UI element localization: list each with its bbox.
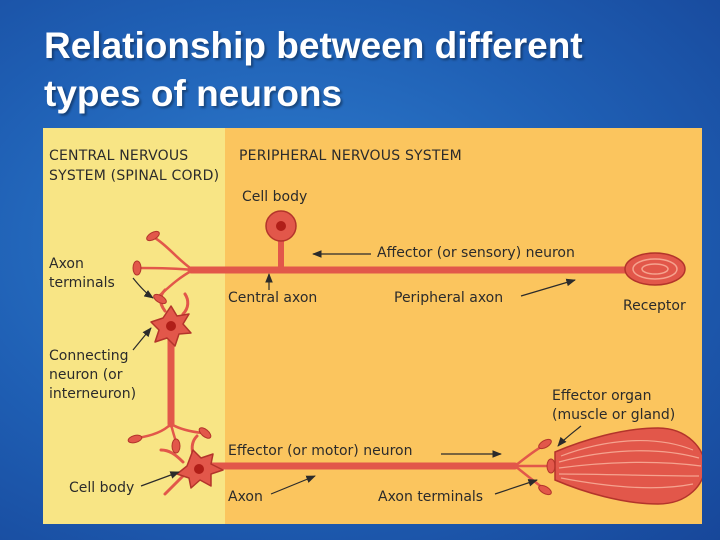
cns-header: CENTRAL NERVOUS SYSTEM (SPINAL CORD) — [49, 146, 219, 186]
sensory-terminal-knob-3 — [153, 293, 167, 305]
label-connecting-neuron-line-2: neuron (or — [49, 367, 123, 383]
label-axon-bottom: Axon — [228, 489, 263, 505]
label-peripheral-axon: Peripheral axon — [394, 290, 504, 306]
sensory-terminal-branch-1 — [153, 236, 195, 272]
motor-cell-nucleus — [194, 464, 204, 474]
pns-header: PERIPHERAL NERVOUS SYSTEM — [239, 148, 462, 164]
motor-terminal-knob-2 — [546, 458, 556, 474]
receptor-ring-2 — [641, 263, 669, 275]
label-axon-terminals-left-line-1: Axon — [49, 256, 84, 272]
arrow-axon-terminals-bottom — [494, 479, 538, 495]
interneuron-terminal-knob-1 — [127, 434, 143, 444]
motor-terminal-knob-1 — [538, 438, 552, 450]
slide-title-line-2: types of neurons — [44, 73, 343, 114]
receptor — [624, 252, 686, 286]
motor-dendrite-1 — [159, 448, 185, 464]
diagram-drawing — [43, 128, 702, 524]
label-receptor: Receptor — [623, 298, 686, 314]
label-connecting-neuron: Connecting neuron (or interneuron) — [49, 347, 136, 404]
slide-title-line-1: Relationship between different — [44, 25, 583, 66]
label-cell-body-bottom: Cell body — [69, 480, 135, 496]
label-connecting-neuron-line-1: Connecting — [49, 348, 129, 364]
interneuron-dendrite-2 — [181, 292, 190, 316]
muscle-fiber-3 — [558, 461, 702, 469]
label-central-axon: Central axon — [228, 290, 318, 306]
label-axon-terminals-bottom: Axon terminals — [378, 489, 484, 505]
cns-header-line-2: SYSTEM (SPINAL CORD) — [49, 168, 220, 184]
slide-title: Relationship between different types of … — [44, 22, 684, 118]
label-cell-body-top: Cell body — [242, 189, 308, 205]
motor-terminal-knob-3 — [538, 484, 552, 496]
label-axon-terminals-left-line-2: terminals — [49, 275, 115, 291]
receptor-ring-1 — [632, 258, 678, 280]
label-connecting-neuron-line-3: interneuron) — [49, 386, 137, 402]
interneuron-terminal-knob-2 — [171, 438, 181, 454]
muscle-fiber-5 — [560, 477, 694, 489]
cns-header-line-1: CENTRAL NERVOUS — [49, 148, 189, 164]
muscle-fiber-1 — [560, 439, 694, 457]
neuron-diagram: CENTRAL NERVOUS SYSTEM (SPINAL CORD) PER… — [43, 128, 702, 524]
muscle-fiber-4 — [558, 473, 700, 477]
label-effector-organ-line-1: Effector organ — [552, 388, 652, 404]
label-effector-organ-line-2: (muscle or gland) — [552, 407, 676, 423]
arrow-connecting-neuron — [132, 327, 152, 351]
interneuron-nucleus — [166, 321, 176, 331]
arrow-axon-bottom — [270, 475, 316, 495]
muscle-fiber-2 — [558, 450, 700, 463]
sensory-cell-nucleus — [276, 221, 286, 231]
arrow-cell-body-bottom — [140, 471, 180, 487]
label-effector-neuron: Effector (or motor) neuron — [228, 443, 413, 459]
arrow-effector-organ — [557, 425, 582, 447]
label-axon-terminals-left: Axon terminals — [49, 255, 115, 293]
sensory-terminal-knob-2 — [132, 260, 142, 276]
label-affector-neuron: Affector (or sensory) neuron — [377, 245, 575, 261]
interneuron-terminal-knob-3 — [198, 427, 212, 439]
sensory-terminal-knob-1 — [146, 230, 160, 242]
arrow-axon-terminals-left — [132, 277, 154, 299]
arrow-peripheral-axon — [520, 278, 576, 297]
label-effector-organ: Effector organ (muscle or gland) — [552, 387, 675, 425]
sensory-terminal-branch-2 — [137, 266, 195, 272]
